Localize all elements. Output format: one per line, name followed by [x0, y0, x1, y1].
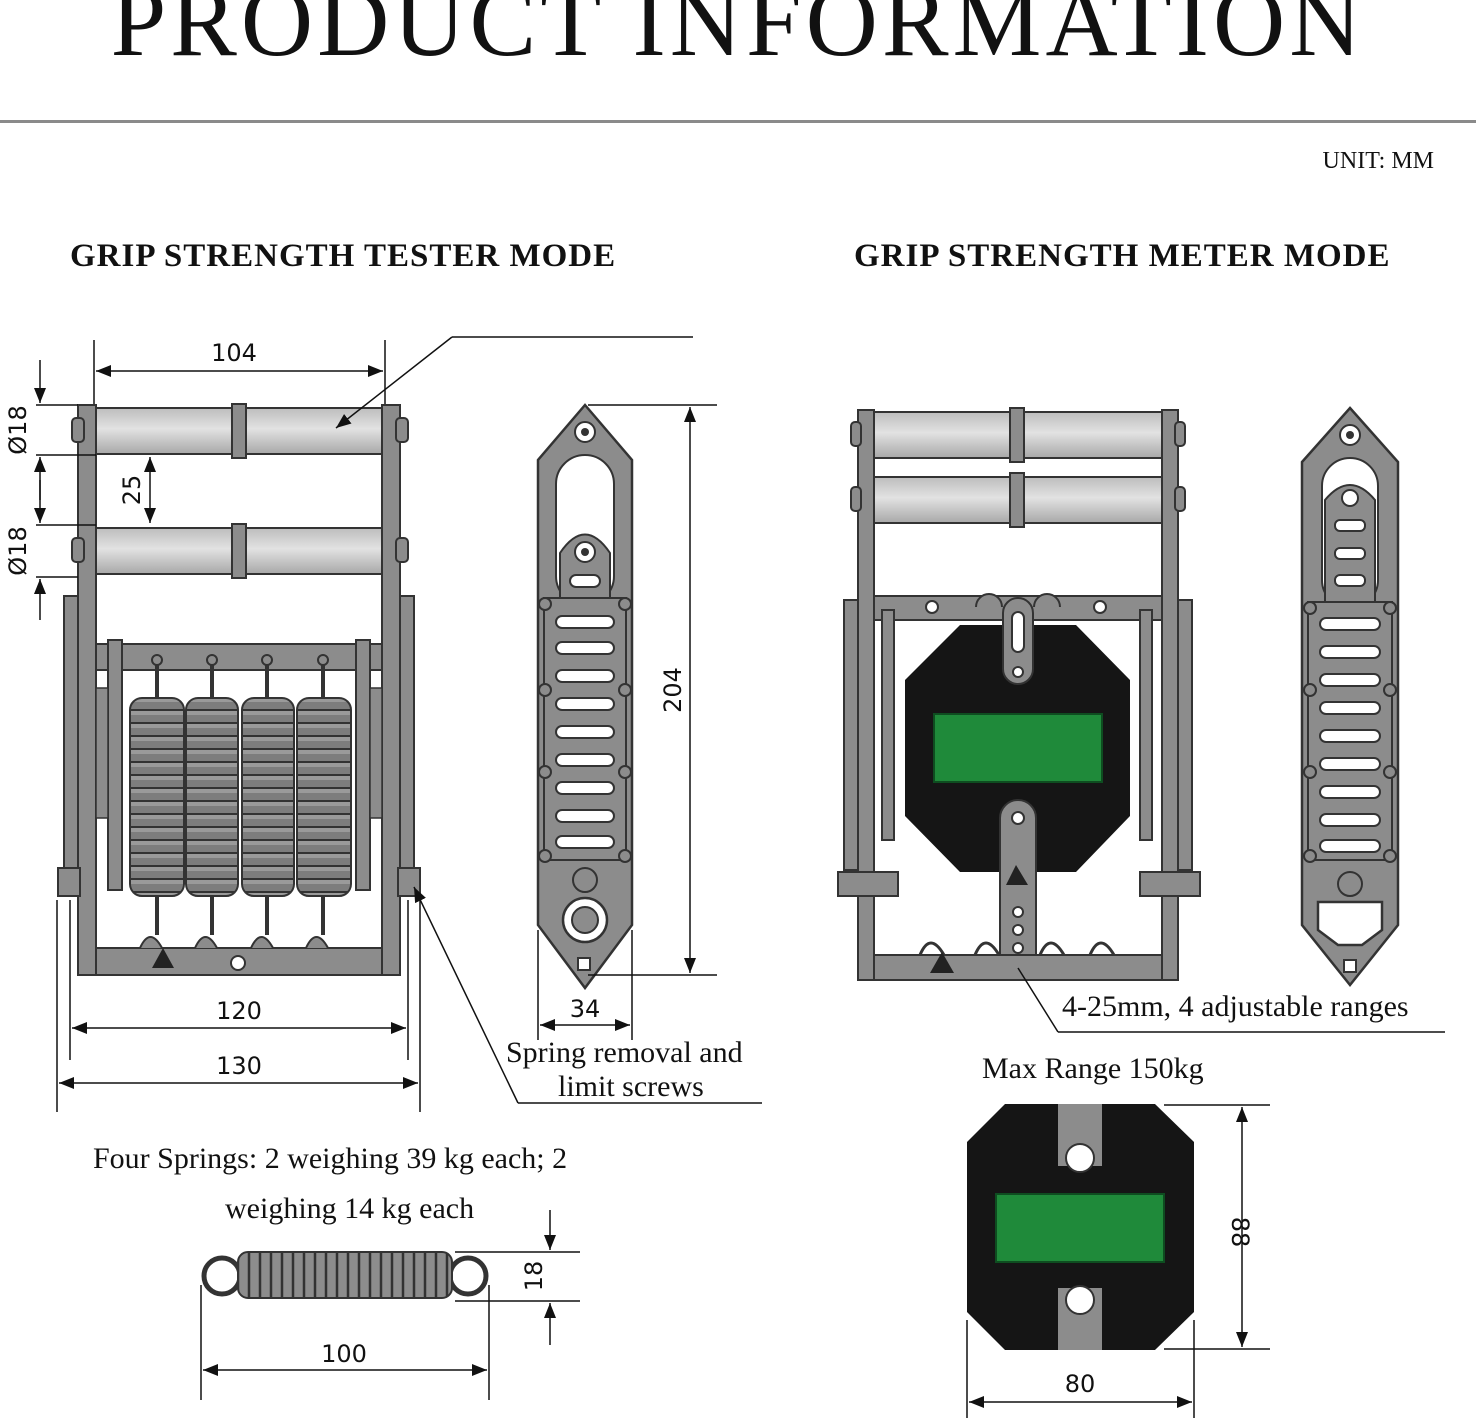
callout-adjustable-ranges: 4-25mm, 4 adjustable ranges [1062, 990, 1409, 1023]
spring-3 [241, 654, 295, 935]
page-title: PRODUCT INFORMATION [110, 0, 1366, 77]
dim-handle-gap: 25 [118, 475, 146, 506]
spring-detail [200, 1210, 580, 1400]
dim-base-outer: 130 [216, 1052, 262, 1080]
spring-2 [185, 654, 239, 935]
max-range-label: Max Range 150kg [982, 1052, 1204, 1085]
tester-front-view [57, 403, 421, 976]
dim-height: 204 [659, 667, 687, 713]
dim-base-inner: 120 [216, 997, 262, 1025]
springs-note-line1: Four Springs: 2 weighing 39 kg each; 2 [93, 1142, 568, 1175]
meter-mode-heading: GRIP STRENGTH METER MODE [854, 238, 1391, 274]
meter-unit-detail [966, 1104, 1270, 1418]
dim-spring-length: 100 [321, 1340, 367, 1368]
tester-front-dimensions [34, 336, 762, 1112]
callout-spring-removal-line1: Spring removal and [506, 1036, 743, 1069]
spring-1 [129, 654, 185, 935]
dim-handle-dia-2: Ø18 [4, 526, 32, 575]
meter-callout-line [1017, 967, 1445, 1033]
springs-note-line2: weighing 14 kg each [225, 1192, 475, 1225]
tester-side-dimensions [537, 404, 717, 1040]
spring-4 [296, 654, 352, 935]
dim-spring-diameter: 18 [520, 1261, 548, 1292]
dim-meter-width: 80 [1065, 1370, 1096, 1398]
unit-label: UNIT: MM [1322, 148, 1434, 174]
title-divider [0, 120, 1476, 123]
meter-front-view [837, 407, 1201, 981]
tester-mode-heading: GRIP STRENGTH TESTER MODE [70, 238, 617, 274]
dim-width-top: 104 [211, 339, 257, 367]
meter-display-unit [905, 625, 1130, 872]
dim-handle-dia-1: Ø18 [4, 405, 32, 454]
callout-spring-removal-line2: limit screws [558, 1070, 704, 1103]
dim-meter-height: 88 [1226, 1217, 1254, 1248]
tester-side-view [536, 403, 634, 991]
meter-side-view [1300, 406, 1400, 988]
dim-side-width: 34 [570, 995, 601, 1023]
